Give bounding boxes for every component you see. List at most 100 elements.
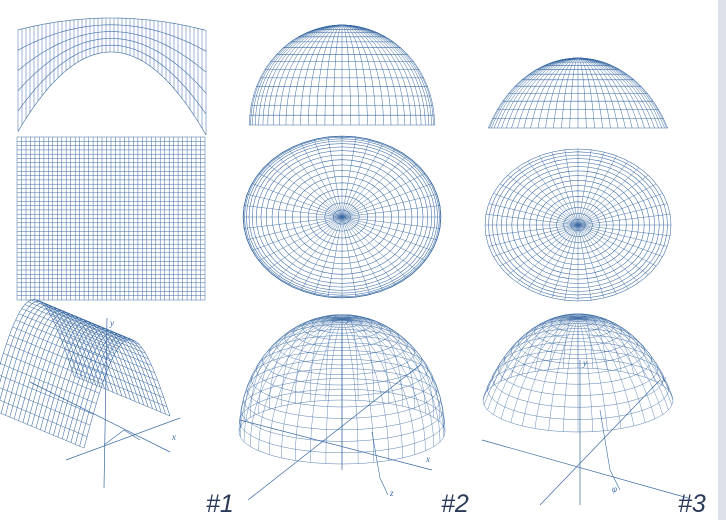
- dome-plan-spoke: [341, 148, 396, 218]
- dome-front-meridian: [341, 24, 426, 126]
- dome-iso-meridian: [341, 316, 416, 410]
- arch-iso-generator-line: [27, 301, 124, 342]
- square-grid-plan-view: [16, 136, 206, 301]
- arch-front-hoop-line: [17, 51, 207, 136]
- dome-front-meridian: [523, 57, 579, 129]
- arch-iso-generator-line: [73, 375, 171, 417]
- dome-front-meridian: [341, 24, 417, 126]
- dome-plan-spoke: [341, 143, 384, 218]
- axis-label: x: [171, 432, 176, 442]
- dome-front-meridian: [511, 57, 579, 129]
- label-1: #1: [206, 490, 234, 518]
- dome-iso-meridian: [577, 313, 608, 370]
- dome-front-meridian: [341, 24, 368, 126]
- label-3: #3: [678, 490, 706, 518]
- dome-iso-meridian: [341, 318, 359, 464]
- dome-iso-meridian: [341, 315, 390, 404]
- dome-plan-spoke: [341, 216, 426, 261]
- dome-plan-spoke: [551, 152, 579, 226]
- dome-front-meridian: [308, 24, 343, 126]
- dome-iso-meridian: [309, 314, 343, 402]
- dome-front-meridian: [341, 24, 376, 126]
- column-2: [238, 24, 446, 465]
- dome-front-meridian: [553, 57, 579, 129]
- dome-plan-spoke: [258, 173, 343, 218]
- axis-horizontal: [539, 379, 661, 506]
- dome-plan-spoke: [341, 136, 357, 218]
- dome-isometric-view: [238, 314, 446, 465]
- dome-iso-meridian: [341, 318, 403, 458]
- dome-iso-meridian: [341, 318, 444, 438]
- dome-iso-meridian: [240, 318, 342, 428]
- dome-iso-meridian: [483, 317, 579, 396]
- dome-iso-meridian: [500, 316, 579, 382]
- dome-plan-spoke: [577, 149, 592, 226]
- axis-horizontal: [247, 364, 421, 501]
- dome-plan-spoke: [258, 216, 343, 261]
- dome-iso-meridian: [577, 313, 594, 369]
- dome-front-meridian: [577, 57, 595, 129]
- axis-guide: [371, 431, 389, 496]
- dome-iso-meridian: [341, 318, 441, 442]
- dome-iso-meridian: [548, 317, 579, 431]
- dome-plan-spoke: [277, 216, 343, 279]
- dome-plan-spoke: [564, 149, 579, 226]
- dome-front-meridian: [577, 57, 667, 129]
- dome-iso-meridian: [577, 317, 646, 423]
- dome-plan-spoke: [341, 216, 396, 286]
- arch-iso-generator-line: [3, 353, 100, 394]
- dome-iso-meridian: [562, 317, 579, 432]
- dome-front-meridian: [341, 24, 422, 126]
- dome-plan-spoke: [246, 216, 343, 241]
- dome-front-meridian: [262, 24, 343, 126]
- axis-label: y: [582, 358, 587, 368]
- dome-plan-spoke: [341, 183, 433, 218]
- dome-front-meridian: [300, 24, 343, 126]
- dome-front-meridian: [530, 57, 579, 129]
- shallow-dome-front-view: [488, 57, 668, 129]
- dome-plan-spoke: [527, 224, 579, 290]
- dome-iso-meridian: [240, 318, 343, 438]
- dome-iso-meridian: [521, 315, 579, 375]
- dome-plan-spoke: [267, 216, 343, 271]
- dome-iso-meridian: [577, 314, 622, 372]
- dome-plan-spoke: [341, 193, 438, 218]
- dome-iso-meridian: [341, 317, 426, 414]
- dome-front-meridian: [324, 24, 343, 126]
- axis-vertical: [103, 317, 108, 489]
- dome-plan-spoke: [341, 205, 441, 218]
- axis-horizontal: [65, 417, 181, 461]
- dome-front-meridian: [341, 24, 384, 126]
- dome-plan-spoke: [341, 216, 407, 279]
- dome-front-meridian: [577, 57, 655, 129]
- dome-front-meridian: [341, 24, 399, 126]
- arch-iso-generator-line: [55, 325, 152, 366]
- dome-plan-spoke: [493, 193, 579, 226]
- arch-iso-generator-line: [0, 387, 91, 426]
- dome-front-meridian: [258, 24, 343, 126]
- arch-iso-generator-line: [37, 299, 134, 341]
- arch-iso-generator-line: [0, 375, 94, 415]
- dome-iso-meridian: [577, 316, 656, 382]
- dome-iso-meridian: [249, 318, 343, 447]
- arch-front-hoop-line: [17, 38, 207, 94]
- dome-iso-meridian: [281, 318, 343, 458]
- dome-iso-meridian: [243, 318, 343, 423]
- dome-plan-spoke: [327, 216, 343, 298]
- arch-iso-generator-line: [21, 308, 118, 349]
- dome-plan-spoke: [577, 203, 668, 226]
- dome-plan-spoke: [300, 216, 343, 291]
- dome-front-meridian: [561, 57, 579, 129]
- dome-plan-spoke: [288, 148, 343, 218]
- dome-iso-meridian: [577, 317, 608, 431]
- dome-iso-meridian: [258, 317, 343, 414]
- dome-plan-spoke: [341, 216, 433, 251]
- dome-plan-spoke: [577, 175, 649, 226]
- dome-iso-meridian: [577, 317, 673, 406]
- dome-iso-meridian: [325, 314, 343, 401]
- dome-plan-spoke: [577, 224, 617, 295]
- dome-plan-spoke: [577, 224, 663, 257]
- axis-label: x: [425, 454, 430, 464]
- dome-plan-spoke: [577, 224, 605, 298]
